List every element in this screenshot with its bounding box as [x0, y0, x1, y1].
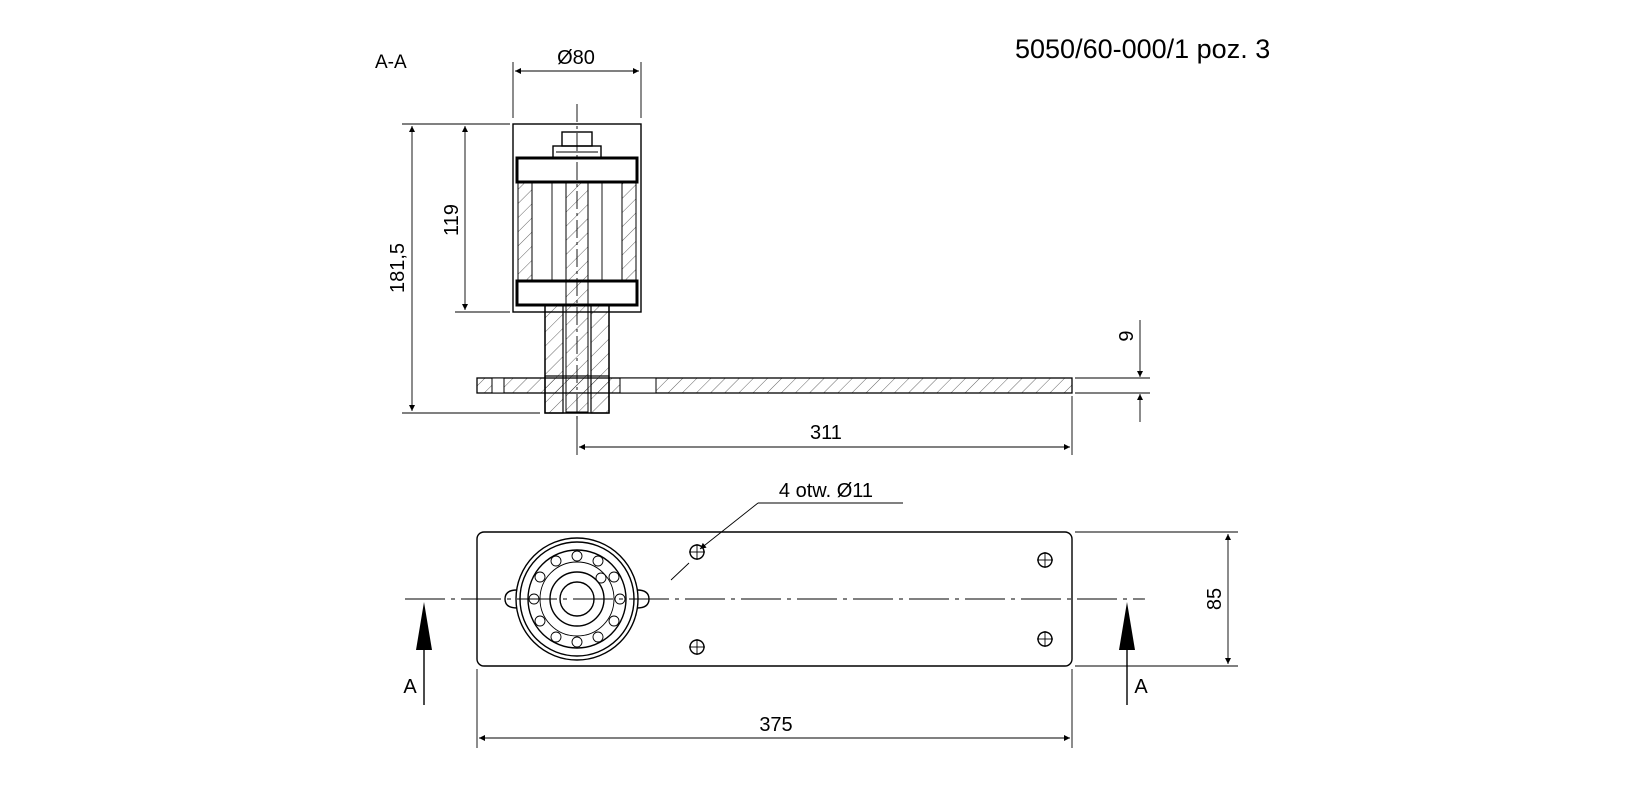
dim-label-311: 311: [810, 422, 842, 444]
dim-width-85: 85: [1075, 531, 1238, 667]
dim-diameter-80: Ø80: [512, 47, 642, 118]
section-arrow-right: A: [1119, 602, 1148, 705]
dim-length-375: 375: [476, 669, 1073, 748]
section-marker-right: A: [1134, 676, 1148, 698]
section-view: [476, 104, 1073, 420]
dim-length-311: 311: [576, 396, 1073, 455]
mounting-hole-3: [1037, 552, 1053, 568]
dim-height-181-5: 181,5: [387, 123, 540, 414]
mounting-hole-2: [689, 639, 705, 655]
dim-label-181-5: 181,5: [387, 243, 409, 293]
mounting-hole-4: [1037, 631, 1053, 647]
sleeve-right: [590, 304, 610, 414]
holes-note-leader: 4 otw. Ø11: [670, 480, 903, 581]
section-label: A-A: [375, 52, 407, 73]
holes-note: 4 otw. Ø11: [779, 480, 873, 502]
dim-label-diameter-80: Ø80: [557, 47, 595, 69]
housing-wall-left: [517, 181, 533, 283]
dim-height-119: 119: [441, 123, 510, 313]
section-marker-left: A: [403, 676, 417, 698]
mounting-hole-1: [689, 544, 705, 560]
drawing-number: 5050/60-000/1 poz. 3: [1015, 34, 1270, 64]
sleeve-left: [544, 304, 564, 414]
plan-view: [405, 531, 1145, 667]
dim-label-119: 119: [441, 204, 463, 236]
base-plate: [476, 377, 1073, 394]
dim-label-85: 85: [1204, 588, 1226, 610]
dim-label-375: 375: [759, 714, 792, 736]
bearing-balls: [528, 550, 626, 648]
section-arrow-left: A: [403, 602, 432, 705]
housing-wall-right: [621, 181, 637, 283]
dim-thickness-9: 9: [1075, 320, 1150, 422]
dim-label-9: 9: [1116, 330, 1138, 341]
